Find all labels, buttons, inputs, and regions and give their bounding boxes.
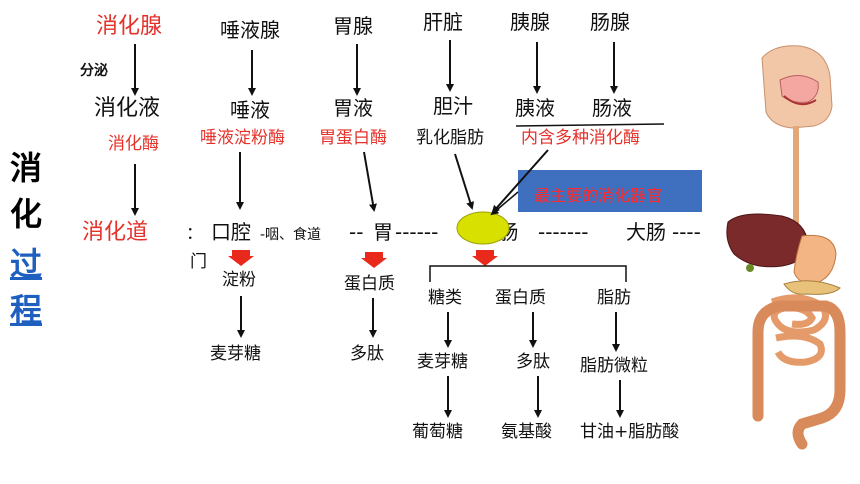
juice-saliva: 唾液 (230, 98, 270, 122)
red-arrow (361, 252, 387, 268)
red-arrow (228, 250, 254, 266)
gland-pancreas: 胰腺 (510, 10, 550, 34)
secrete-label: 分泌 (80, 63, 108, 79)
intestine-maltose: 麦芽糖 (417, 352, 468, 372)
title-link-char[interactable]: 程 (10, 291, 43, 329)
digestive-system-illustration (726, 45, 846, 450)
enzyme-pancreas-intestine: 内含多种消化酶 (521, 128, 640, 148)
mouth-starch: 淀粉 (222, 270, 256, 290)
title-char: 消 (10, 149, 43, 187)
intestine-amino-acid: 氨基酸 (501, 422, 552, 442)
tract-header: 消化道 (82, 220, 149, 245)
gland-stomach: 胃腺 (333, 14, 373, 38)
tract-dashes-4: ---- (672, 220, 701, 244)
nutrient-bracket (429, 265, 627, 282)
intestine-polypeptide: 多肽 (516, 352, 550, 372)
tract-dashes-2: ------ (395, 220, 439, 244)
tract-dashes-3: ------- (538, 220, 589, 244)
title-char: 化 (10, 195, 43, 233)
mouth-maltose: 麦芽糖 (210, 344, 261, 364)
juice-liver: 胆汁 (433, 94, 473, 118)
callout-pointer (490, 191, 519, 216)
tract-stomach: 胃 (373, 220, 393, 244)
tract-colon: ： (186, 224, 203, 244)
stomach-protein: 蛋白质 (344, 274, 395, 294)
juice-stomach: 胃液 (333, 96, 373, 120)
juice-pancreas: 胰液 (515, 96, 555, 120)
tract-anus: 门 (190, 252, 207, 272)
arrow (491, 149, 549, 214)
arrow (363, 151, 377, 212)
stomach-polypeptide: 多肽 (350, 344, 384, 364)
intestine-protein: 蛋白质 (495, 288, 546, 308)
enzymes-header: 消化酶 (108, 134, 159, 154)
enzyme-liver: 乳化脂肪 (416, 128, 484, 148)
intestine-glycerol-fatty-acid: 甘油+脂肪酸 (580, 422, 680, 442)
gland-saliva: 唾液腺 (220, 18, 280, 42)
juices-header: 消化液 (94, 96, 161, 121)
tract-large-intestine: 大肠 (626, 220, 666, 244)
enzyme-saliva: 唾液淀粉酶 (200, 128, 285, 148)
red-arrow (472, 250, 498, 266)
intestine-carbs: 糖类 (428, 288, 462, 308)
gland-liver: 肝脏 (423, 10, 463, 34)
bracket-line (515, 123, 665, 127)
gland-intestine: 肠腺 (590, 10, 630, 34)
tract-mouth: 口腔 (211, 220, 251, 244)
tract-pharynx-esophagus: -咽、食道 (260, 227, 322, 243)
intestine-fat: 脂肪 (597, 288, 631, 308)
intestine-glucose: 葡萄糖 (412, 422, 463, 442)
tract-dashes-1: -- (349, 220, 364, 244)
callout-text: 最主要的消化器官 (534, 186, 663, 205)
arrow (454, 153, 475, 210)
intestine-fat-droplets: 脂肪微粒 (580, 356, 648, 376)
enzyme-stomach: 胃蛋白酶 (319, 128, 387, 148)
glands-header: 消化腺 (96, 14, 163, 39)
juice-intestine: 肠液 (592, 96, 632, 120)
callout-box: 最主要的消化器官 (518, 170, 702, 212)
title-link-char[interactable]: 过 (10, 245, 43, 283)
small-intestine-highlight (456, 211, 510, 245)
